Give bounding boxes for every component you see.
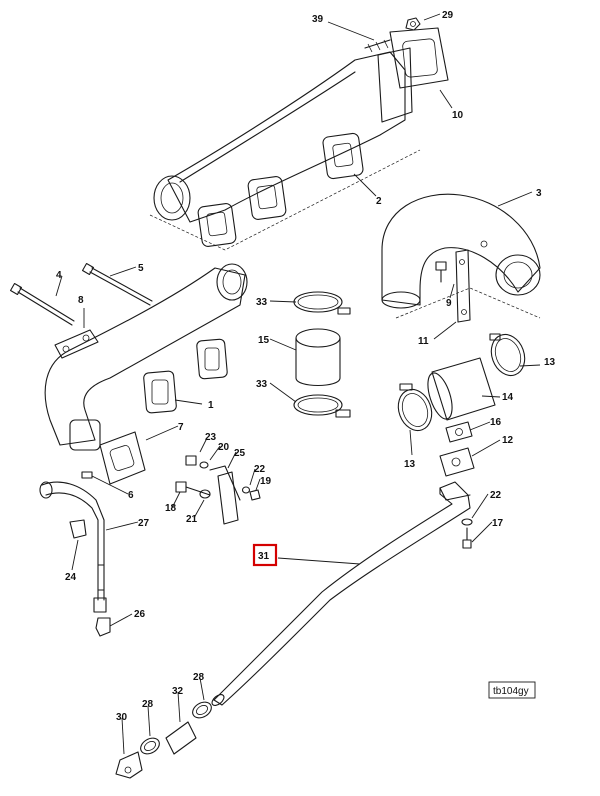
callout-17[interactable]: 17 [492,518,504,529]
drain-washer [461,518,473,526]
callout-1[interactable]: 1 [208,400,214,411]
leader-lines [55,13,541,755]
callout-33-upper[interactable]: 33 [256,297,268,308]
callout-15[interactable]: 15 [258,335,270,346]
nut [405,17,421,31]
callout-9[interactable]: 9 [446,298,452,309]
callout-2[interactable]: 2 [376,196,382,207]
callout-14[interactable]: 14 [502,392,514,403]
hose-clamp-upper [192,701,212,719]
callout-29[interactable]: 29 [442,10,454,21]
spacer-bracket [54,329,99,359]
bracket-hardware [175,455,261,525]
callout-26[interactable]: 26 [134,609,146,620]
callout-19[interactable]: 19 [260,476,272,487]
bracket-capscrew [435,261,447,283]
callout-18[interactable]: 18 [165,503,177,514]
turbo-flange-gasket [389,27,449,89]
callout-31[interactable]: 31 [258,551,270,562]
callout-4[interactable]: 4 [56,270,62,281]
callout-11[interactable]: 11 [418,336,429,347]
callout-13-lower[interactable]: 13 [404,459,416,470]
callout-31-highlight [252,543,278,567]
callout-24[interactable]: 24 [65,572,77,583]
elbow-fitting [115,751,143,779]
callout-23[interactable]: 23 [205,432,217,443]
callout-22-upper[interactable]: 22 [254,464,266,475]
callout-33-lower[interactable]: 33 [256,379,268,390]
connection-sleeve [295,328,341,387]
supply-line [41,481,107,613]
callout-25[interactable]: 25 [234,448,246,459]
callout-27[interactable]: 27 [138,518,150,529]
callout-8[interactable]: 8 [78,295,84,306]
figure-id-box: tb104gy [488,681,536,699]
manifold-gasket [99,431,146,485]
drain-capscrew [462,527,472,549]
stud [364,39,391,53]
callout-39[interactable]: 39 [312,14,324,25]
callout-10[interactable]: 10 [452,110,464,121]
front-exhaust-manifold [44,263,248,451]
callout-20[interactable]: 20 [218,442,230,453]
callout-32[interactable]: 32 [172,686,184,697]
manifold-bolt-long [9,282,75,326]
callout-labels: 39 29 10 2 3 4 5 8 9 11 33 15 33 13 14 1… [56,10,556,723]
callout-3[interactable]: 3 [536,188,542,199]
hose [165,721,197,755]
callout-6[interactable]: 6 [128,490,134,501]
callout-7[interactable]: 7 [178,422,184,433]
figure-id: tb104gy [493,686,529,697]
v-band-clamp-upper [293,291,351,315]
drain-gasket [445,421,473,443]
clamp-lower [397,383,433,432]
callout-22-lower[interactable]: 22 [490,490,502,501]
callout-5[interactable]: 5 [138,263,144,274]
clamp-upper [489,333,526,377]
callout-21[interactable]: 21 [186,514,198,525]
v-band-clamp-lower [293,394,351,418]
exhaust-tube [427,357,496,421]
drain-tube [211,481,471,706]
manifold-bolt-short [81,262,153,306]
callout-28-lower[interactable]: 28 [142,699,154,710]
callout-30[interactable]: 30 [116,712,128,723]
callout-12[interactable]: 12 [502,435,514,446]
callout-13-upper[interactable]: 13 [544,357,556,368]
rear-exhaust-manifold [149,47,421,251]
turbo-elbow [381,193,541,319]
drain-flange [439,447,475,477]
banjo-fitting [39,481,53,499]
elbow-support-bracket [455,249,471,323]
connector-fitting [81,471,93,479]
callout-16[interactable]: 16 [490,417,502,428]
elbow-adapter [95,617,111,637]
line-clip [69,519,87,539]
hose-clamp-lower [140,737,160,755]
callout-28-upper[interactable]: 28 [193,672,205,683]
